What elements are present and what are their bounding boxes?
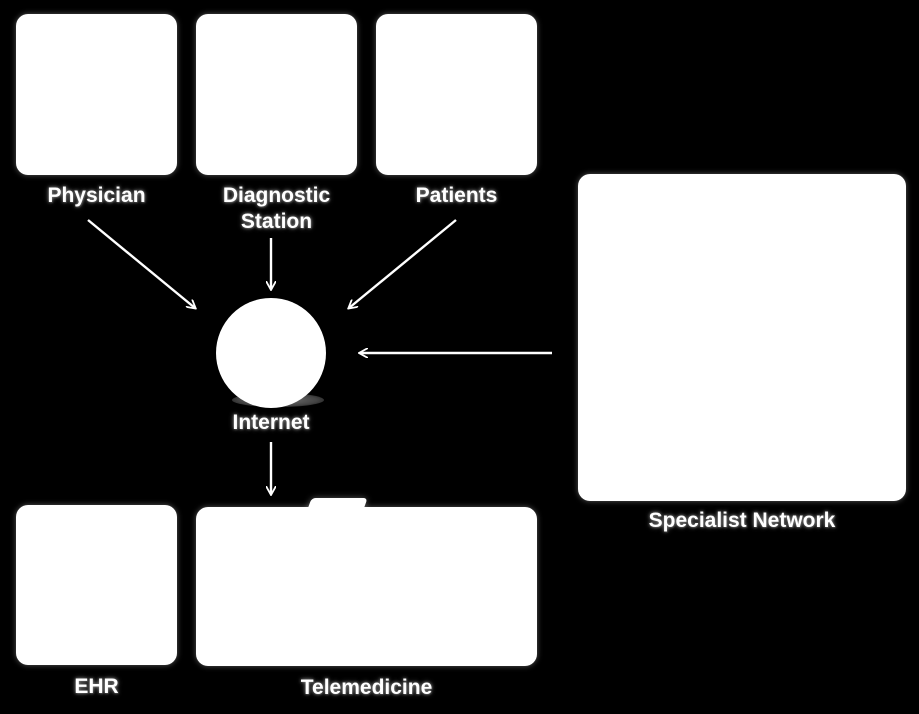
ehr-label: EHR bbox=[74, 675, 119, 698]
ehr-box bbox=[16, 505, 177, 665]
telemedicine-box bbox=[196, 507, 537, 666]
patients-label: Patients bbox=[415, 184, 498, 207]
arrow-physician-to-internet bbox=[87, 219, 195, 308]
arrow-patients-to-internet bbox=[349, 219, 457, 308]
diagnostic-station-label: Diagnostic Station bbox=[222, 184, 331, 233]
patients-box bbox=[376, 14, 537, 175]
specialist-network-box bbox=[578, 174, 906, 501]
globe-icon bbox=[216, 298, 326, 408]
telemedicine-label: Telemedicine bbox=[300, 676, 433, 699]
diagnostic-station-box bbox=[196, 14, 357, 175]
physician-box bbox=[16, 14, 177, 175]
physician-label: Physician bbox=[47, 184, 146, 207]
specialist-network-label: Specialist Network bbox=[648, 509, 836, 532]
internet-label: Internet bbox=[232, 411, 310, 434]
